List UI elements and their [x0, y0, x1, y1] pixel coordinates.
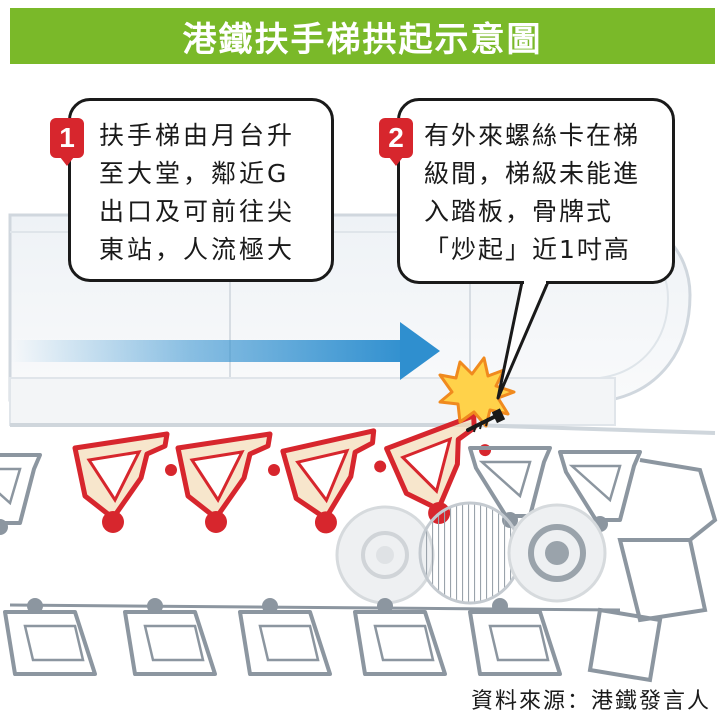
callout-2-line: 有外來螺絲卡在梯: [424, 121, 641, 150]
drive-wheels: [335, 501, 607, 605]
direction-arrow-icon: [10, 322, 440, 380]
upper-steps-right: [468, 446, 718, 683]
callout-2-pointer-joint: [524, 278, 546, 284]
callout-1-line: 出口及可前往尖: [99, 197, 296, 226]
callout-2: 有外來螺絲卡在梯 級間，梯級未能進 入踏板，骨牌式 「炒起」近1吋高: [397, 98, 675, 284]
callout-2-line: 「炒起」近1吋高: [424, 235, 631, 264]
screw-icon: [466, 408, 506, 433]
title-bar: 港鐵扶手梯拱起示意圖: [10, 8, 715, 64]
upper-steps-left: [0, 453, 42, 537]
callout-2-number-badge: 2: [379, 118, 413, 166]
callout-1-line: 東站，人流極大: [99, 235, 296, 264]
callout-1-text: 扶手梯由月台升 至大堂，鄰近G 出口及可前往尖 東站，人流極大: [99, 117, 295, 269]
callout-1: 扶手梯由月台升 至大堂，鄰近G 出口及可前往尖 東站，人流極大: [68, 98, 334, 282]
callout-1-line: 扶手梯由月台升: [99, 121, 296, 150]
source-credit: 資料來源：港鐵發言人: [470, 689, 711, 714]
callout-2-text: 有外來螺絲卡在梯 級間，梯級未能進 入踏板，骨牌式 「炒起」近1吋高: [424, 117, 640, 269]
callout-2-line: 入踏板，骨牌式: [424, 197, 614, 226]
diagram-title: 港鐵扶手梯拱起示意圖: [182, 19, 543, 60]
callout-1-line: 至大堂，鄰近G: [99, 159, 290, 188]
lower-return-steps: [3, 596, 621, 676]
callout-2-line: 級間，梯級未能進: [424, 159, 641, 188]
callout-1-number-badge: 1: [50, 118, 84, 166]
